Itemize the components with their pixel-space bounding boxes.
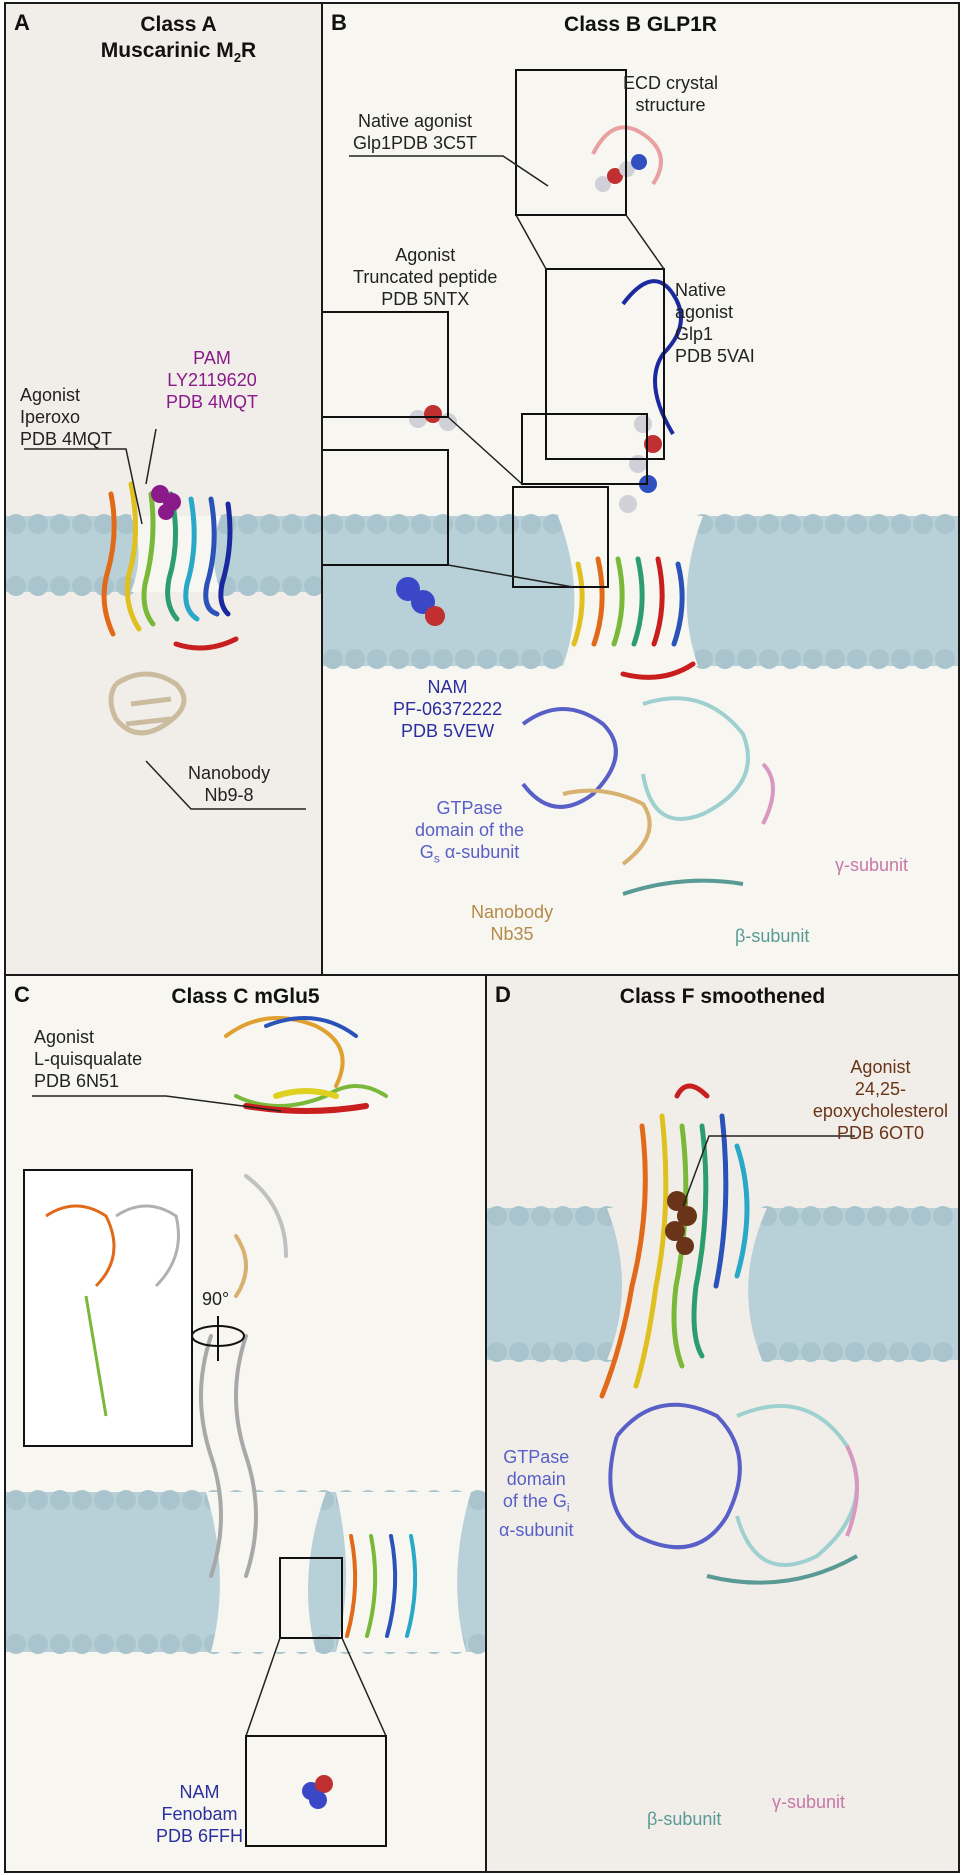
native-full-agonist-label: Native agonist Glp1 PDB 5VAI xyxy=(675,280,755,366)
gs-protein-b xyxy=(521,696,775,896)
nanobody-label-a: Nanobody Nb9-8 xyxy=(188,763,271,805)
gamma-label-b: γ-subunit xyxy=(835,855,909,875)
membrane-a xyxy=(6,514,321,596)
membrane-b xyxy=(323,514,958,669)
truncated-agonist-label: Agonist Truncated peptide PDB 5NTX xyxy=(353,245,498,309)
boxes-b xyxy=(323,69,665,588)
pam-ligand xyxy=(151,485,181,520)
panel-c-graphics xyxy=(6,1016,485,1847)
nam-spheres-c xyxy=(302,1775,333,1809)
peptide-spheres-b xyxy=(396,154,662,626)
panel-letter-a: A xyxy=(14,10,30,35)
leader-lines-a xyxy=(24,428,306,810)
panel-title-d: Class F smoothened xyxy=(619,985,826,1008)
m2r-receptor xyxy=(101,481,239,651)
title-a-line1: Class A xyxy=(140,13,217,36)
panel-d: D Class F smoothened Agonist 24,25- epox… xyxy=(485,974,960,1873)
pam-label: PAM LY2119620 PDB 4MQT xyxy=(166,348,259,412)
mglu5-receptor xyxy=(199,1016,418,1638)
panel-title-c: Class C mGlu5 xyxy=(171,985,320,1008)
rotation-label: 90° xyxy=(202,1289,230,1309)
agonist-label-c: Agonist L-quisqualate PDB 6N51 xyxy=(34,1027,143,1091)
boxes-c xyxy=(245,1557,387,1847)
smoothened-receptor xyxy=(599,1083,750,1399)
gamma-label-d: γ-subunit xyxy=(772,1792,846,1812)
agonist-label-d: Agonist 24,25- epoxycholesterol PDB 6OT0 xyxy=(812,1057,948,1143)
nam-label-b: NAM PF-06372222 PDB 5VEW xyxy=(393,677,503,741)
ecd-structure xyxy=(591,125,683,436)
leader-lines-b xyxy=(349,155,665,588)
agonist-label-a: Agonist Iperoxo PDB 4MQT xyxy=(20,385,113,449)
beta-label-d: β-subunit xyxy=(647,1809,722,1829)
beta-label-b: β-subunit xyxy=(735,926,810,946)
nanobody-label-b: Nanobody Nb35 xyxy=(471,902,554,944)
panel-letter-b: B xyxy=(331,10,347,35)
gi-protein-d xyxy=(608,1402,859,1585)
leader-lines-d xyxy=(682,1135,855,1207)
nam-label-c: NAM Fenobam PDB 6FFH xyxy=(156,1782,244,1846)
panel-title-b: Class B GLP1R xyxy=(564,13,717,36)
gtpase-label-b: GTPase domain of the Gs α-subunit xyxy=(415,798,525,866)
leader-lines-c xyxy=(32,1095,387,1737)
nanobody-a xyxy=(108,671,187,736)
panel-a-graphics xyxy=(6,428,321,810)
panel-letter-c: C xyxy=(14,982,30,1007)
panel-d-graphics xyxy=(487,1083,958,1585)
membrane-c xyxy=(6,1490,485,1654)
panel-title-a: Class A Muscarinic M2R xyxy=(36,12,321,71)
panel-b: B Class B GLP1R ECD crystal structure Na… xyxy=(321,2,960,976)
agonist-spheres-d xyxy=(665,1191,697,1255)
panel-letter-d: D xyxy=(495,982,511,1007)
gtpase-label-d: GTPase domain of the Gi α-subunit xyxy=(499,1447,574,1540)
native-agonist-ecd-label: Native agonist Glp1PDB 3C5T xyxy=(353,111,478,153)
panel-c: C Class C mGlu5 Agonist L-quisqualate PD… xyxy=(4,974,487,1873)
panel-a: A Class A Muscarinic M2R PAM LY2119620 P… xyxy=(4,2,323,976)
glp1r-receptor xyxy=(571,556,696,680)
rotation-arrow xyxy=(191,1316,245,1361)
panel-b-graphics xyxy=(323,69,958,896)
inset-c xyxy=(23,1169,193,1447)
ecd-label: ECD crystal structure xyxy=(623,73,719,115)
membrane-d xyxy=(487,1206,958,1362)
title-a-line2: Muscarinic M2R xyxy=(100,39,257,66)
